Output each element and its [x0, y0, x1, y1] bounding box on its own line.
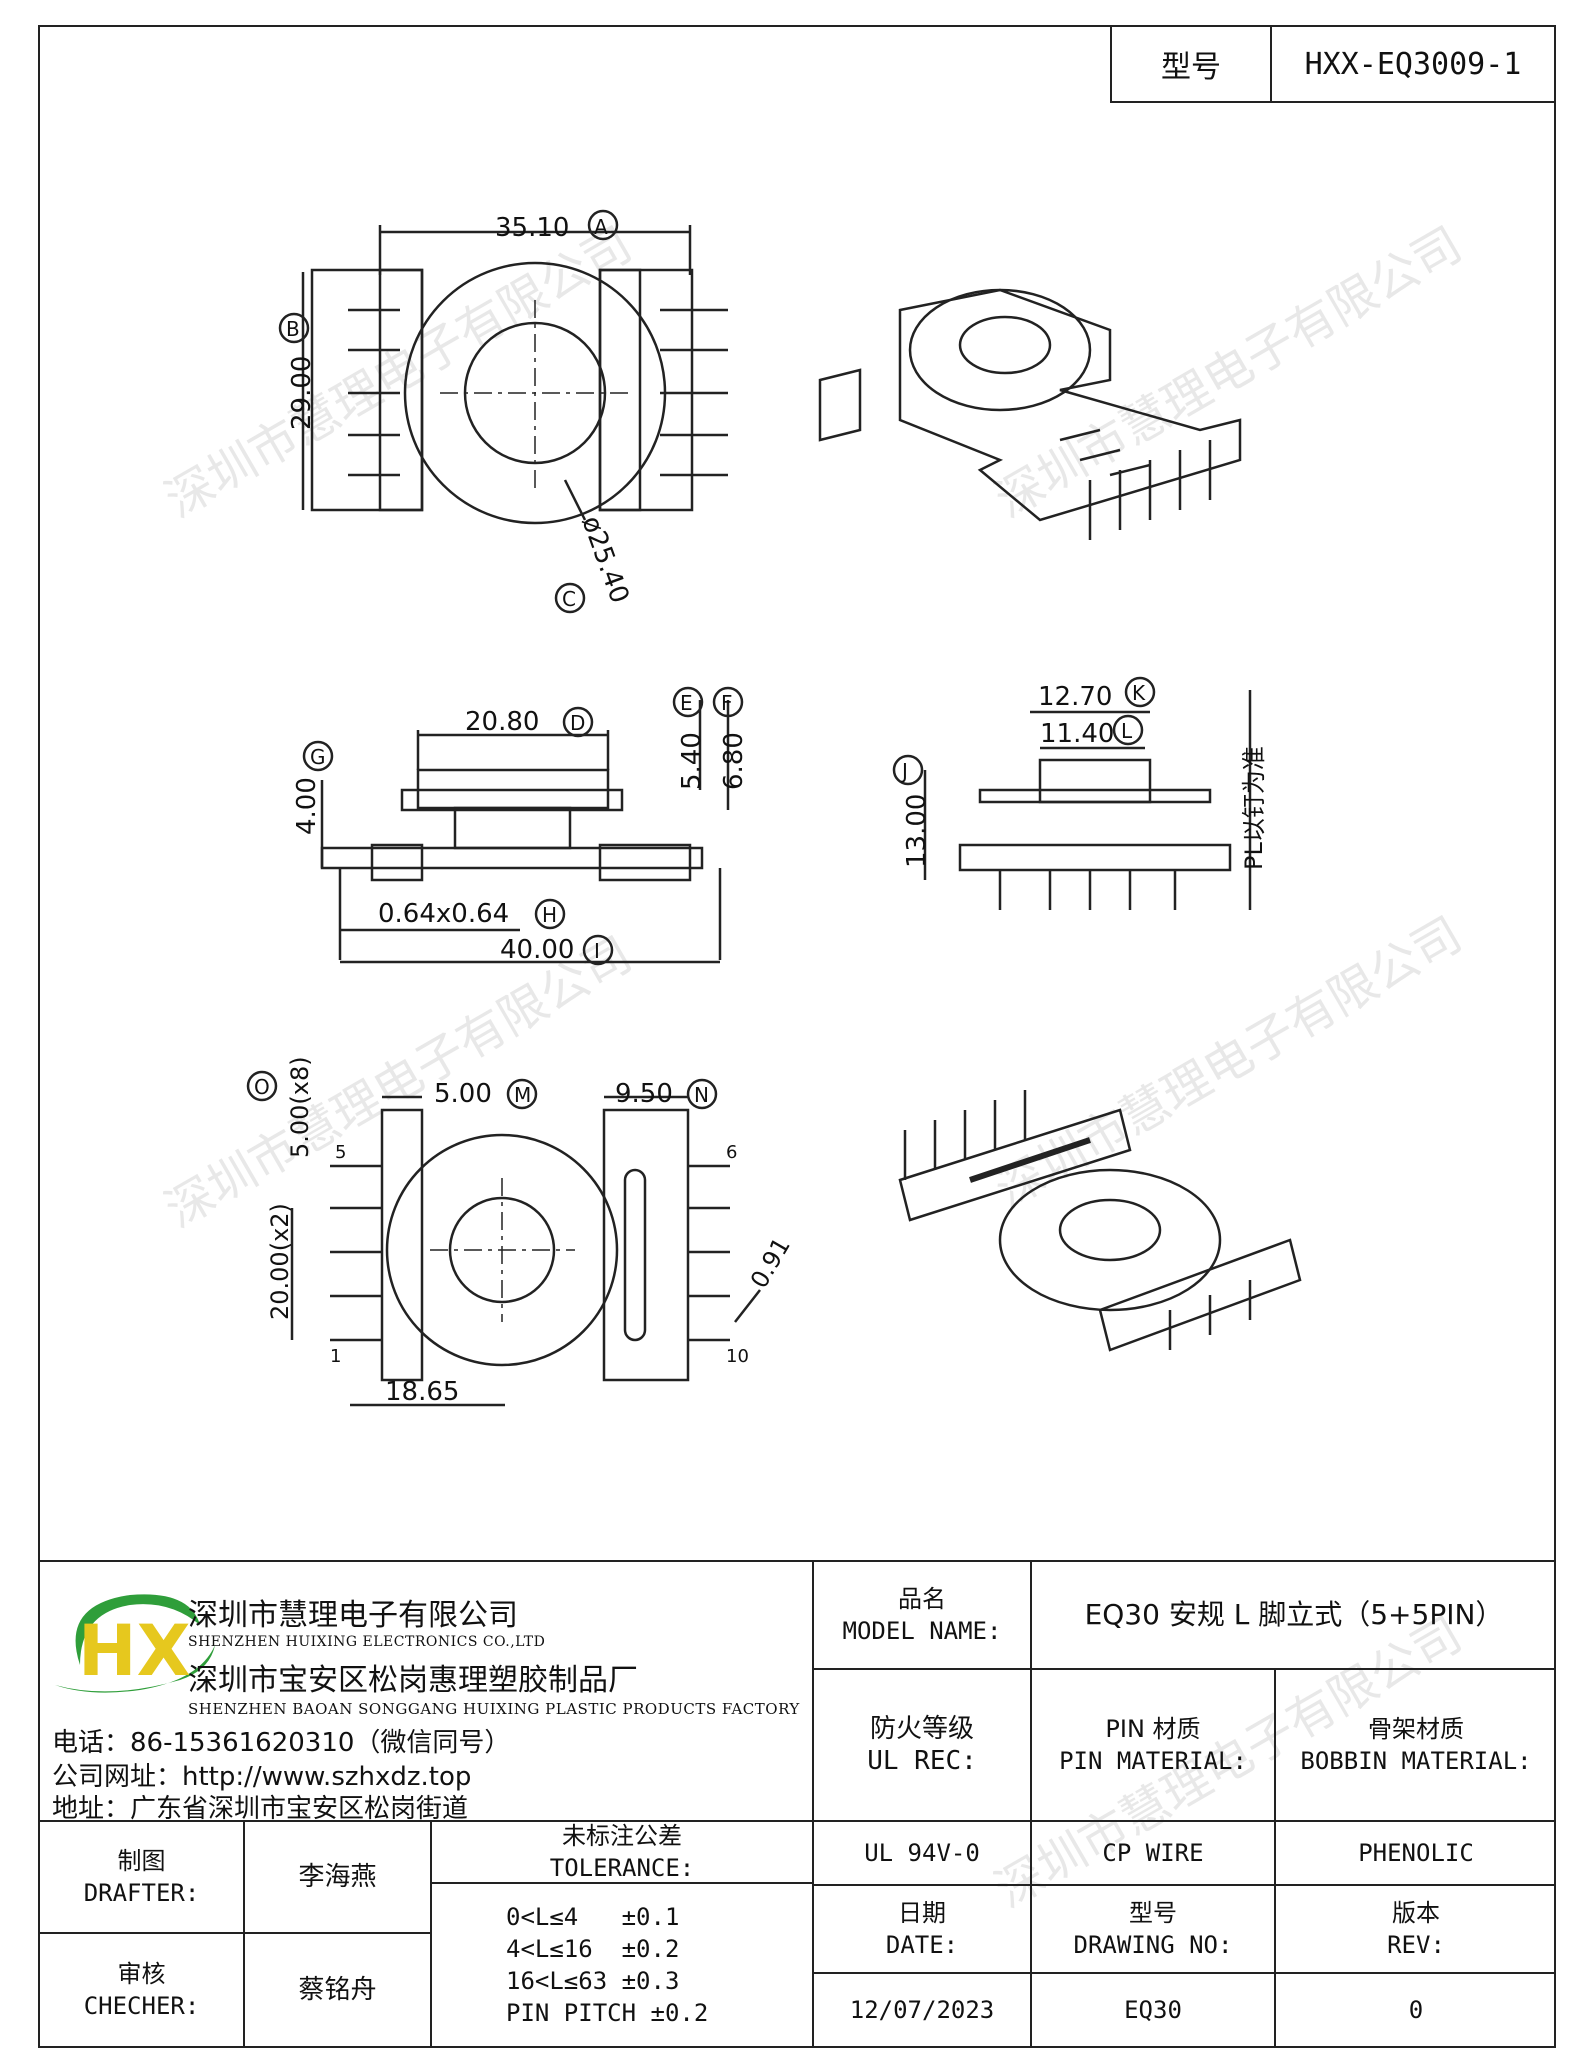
tag-i: I	[594, 939, 600, 963]
top-view: 35.10 A B 29.00 ø25.40 C	[278, 209, 728, 614]
tolerance-label: 未标注公差 TOLERANCE:	[549, 1822, 695, 1882]
drawing-no-value: EQ30	[1124, 1996, 1182, 2024]
dim-core-width: 20.80	[465, 707, 539, 737]
dim-end-h: 13.00	[902, 794, 932, 868]
end-view: 12.70 K 11.40 L 13.00 J PL以钉为准	[892, 676, 1268, 910]
tag-c: C	[562, 587, 576, 611]
product-name-value: EQ30 安规 L 脚立式（5+5PIN）	[1084, 1598, 1504, 1631]
dim-h3: 4.00	[292, 777, 322, 835]
drawing-frame	[38, 25, 1556, 2048]
tag-m: M	[514, 1083, 531, 1107]
pin-label-6: 6	[726, 1142, 737, 1163]
tag-a: A	[594, 215, 608, 239]
tag-j: J	[900, 759, 908, 783]
company-name-cn: 深圳市慧理电子有限公司	[188, 1598, 518, 1633]
dim-pin: 0.64x0.64	[378, 899, 509, 929]
dim-h1: 5.40	[677, 732, 707, 790]
title-block-line	[812, 1668, 1556, 1670]
title-block-line	[38, 1820, 1556, 1822]
company-phone: 电话：86-15361620310（微信同号）	[52, 1728, 511, 1758]
checker-value: 蔡铭舟	[298, 1975, 377, 2005]
dim-total: 40.00	[500, 935, 574, 965]
drawing-no-label: 型号 DRAWING NO:	[1073, 1899, 1233, 1959]
end-view-note: PL以钉为准	[1240, 746, 1268, 870]
company-logo-icon: HX	[55, 1594, 215, 1693]
title-block-line	[812, 1560, 814, 2048]
side-view: 20.80 D 5.40 6.80 E F 4.00 G 0.64x0.64 H…	[292, 686, 749, 966]
tag-o: O	[254, 1075, 270, 1099]
title-block-line	[430, 1882, 812, 1884]
dim-span: 20.00(x2)	[266, 1203, 294, 1320]
dim-h2: 6.80	[719, 732, 749, 790]
dim-bw2: 9.50	[615, 1079, 673, 1109]
title-block-line	[1274, 1668, 1276, 2048]
tag-b: B	[286, 317, 300, 341]
pin-material-value: CP WIRE	[1102, 1839, 1204, 1867]
company-website: 公司网址：http://www.szhxdz.top	[52, 1762, 472, 1792]
pin-material-label: PIN 材质 PIN MATERIAL:	[1059, 1715, 1247, 1775]
tag-d: D	[570, 711, 585, 735]
date-value: 12/07/2023	[849, 1996, 995, 2024]
rev-value: 0	[1408, 1996, 1424, 2024]
logo-letters: HX	[78, 1610, 191, 1692]
bobbin-material-label: 骨架材质 BOBBIN MATERIAL:	[1300, 1715, 1532, 1775]
dim-w2: 11.40	[1040, 719, 1114, 749]
title-block-line	[243, 1820, 245, 2048]
tag-g: G	[310, 745, 326, 769]
checker-label: 审核 CHECHER:	[83, 1960, 200, 2020]
date-label: 日期 DATE:	[885, 1899, 959, 1959]
dim-w1: 12.70	[1038, 682, 1112, 712]
header-model-value: HXX-EQ3009-1	[1270, 25, 1556, 103]
tag-h: H	[542, 903, 557, 927]
technical-drawing: 35.10 A B 29.00 ø25.40 C	[246, 209, 1302, 1407]
dim-spacing: 18.65	[385, 1377, 459, 1407]
dim-height: 29.00	[287, 356, 317, 430]
company-address: 地址：广东省深圳市宝安区松岗街道	[52, 1794, 469, 1824]
title-block-top-border	[38, 1560, 1556, 1562]
pin-label-10: 10	[726, 1346, 749, 1367]
bobbin-material-value: PHENOLIC	[1358, 1839, 1474, 1867]
rev-label: 版本 REV:	[1387, 1899, 1445, 1959]
drafter-value: 李海燕	[298, 1862, 377, 1892]
tag-e: E	[680, 691, 693, 715]
dim-width: 35.10	[495, 213, 569, 243]
factory-name-cn: 深圳市宝安区松岗惠理塑胶制品厂	[188, 1663, 638, 1698]
factory-name-en: SHENZHEN BAOAN SONGGANG HUIXING PLASTIC …	[188, 1700, 800, 1718]
tag-n: N	[694, 1083, 709, 1107]
tag-k: K	[1132, 681, 1146, 705]
drafter-label: 制图 DRAFTER:	[83, 1847, 200, 1907]
iso-view-bottom	[898, 1090, 1302, 1352]
header-model-label: 型号	[1110, 25, 1272, 103]
product-name-label: 品名 MODEL NAME:	[842, 1585, 1002, 1645]
fire-rating-value: UL 94V-0	[864, 1839, 980, 1867]
title-block-line	[430, 1820, 432, 2048]
tag-l: L	[1121, 719, 1133, 743]
bottom-view: 5 6 1 10 O 5.00(x8) 5.00 M 9.50 N 20.00(…	[246, 1056, 796, 1407]
company-name-en: SHENZHEN HUIXING ELECTRONICS CO.,LTD	[188, 1634, 546, 1650]
title-block-line	[38, 1932, 430, 1934]
pin-label-1: 1	[330, 1346, 341, 1367]
tag-f: F	[721, 691, 733, 715]
fire-rating-label: 防火等级 UL REC:	[867, 1714, 977, 1776]
tolerance-list: 0<L≤4 ±0.1 4<L≤16 ±0.2 16<L≤63 ±0.3 PIN …	[506, 1903, 709, 2027]
title-block-line	[812, 1884, 1556, 1886]
pin-label-5: 5	[335, 1142, 346, 1163]
dim-bw: 5.00	[434, 1079, 492, 1109]
dim-pitch: 5.00(x8)	[286, 1056, 314, 1158]
dim-pin-d: 0.91	[745, 1233, 796, 1293]
iso-view-top	[818, 288, 1242, 540]
title-block-line	[812, 1972, 1556, 1974]
title-block-line	[1030, 1560, 1032, 2048]
